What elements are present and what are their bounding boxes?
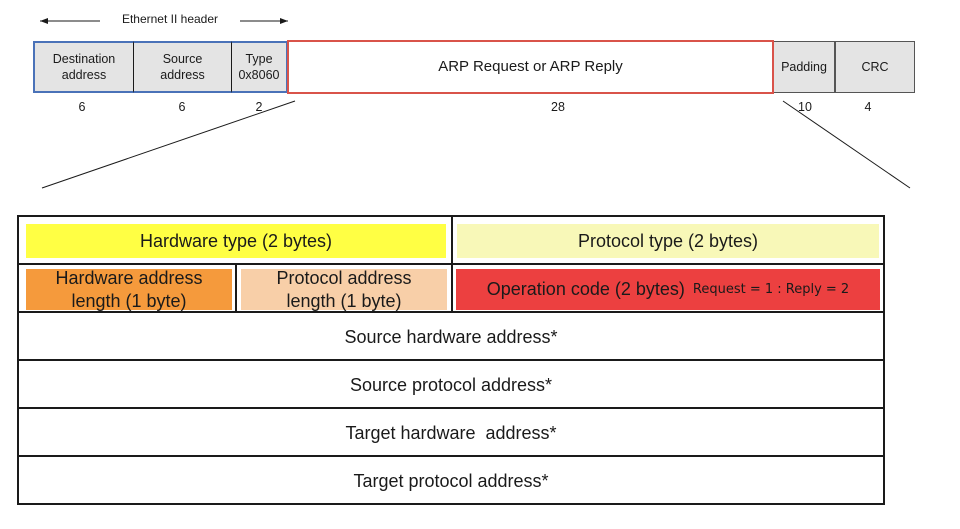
target-protocol-address-label: Target protocol address* [353,470,549,491]
row1-divider [451,217,453,265]
size-padding: 10 [798,100,812,114]
destination-address-field: Destination address [33,41,134,93]
proto-len-line1: Protocol address [276,267,412,288]
target-protocol-address-row: Target protocol address* [19,457,883,505]
size-destination: 6 [78,100,86,114]
row-divider-2 [19,311,883,313]
protocol-type-field: Protocol type (2 bytes) [457,224,879,258]
source-protocol-address-label: Source protocol address* [349,374,553,395]
opcode-note: Request = 1 : Reply = 2 [692,282,850,297]
type-label: Type [245,52,273,66]
proto-len-line2: length (1 byte) [286,290,402,311]
size-type: 2 [255,100,263,114]
arrow-left-head [40,18,48,24]
destination-line: Destination address [52,52,116,82]
arp-packet-table: Hardware type (2 bytes) Protocol type (2… [17,215,885,505]
target-hardware-address-label: Target hardware address* [345,422,557,443]
source-hardware-address-row: Source hardware address* [19,313,883,361]
hw-len-line2: length (1 byte) [71,290,187,311]
padding-field: Padding [774,41,835,93]
source-label: Source address [160,52,205,82]
type-field: Type 0x8060 [232,41,288,93]
size-source: 6 [178,100,186,114]
hardware-type-label: Hardware type (2 bytes) [139,230,333,251]
row-divider-5 [19,455,883,457]
arrow-right-head [280,18,288,24]
row2-divider-a [235,265,237,313]
operation-code-field: Operation code (2 bytes) Request = 1 : R… [456,269,880,310]
hardware-type-field: Hardware type (2 bytes) [26,224,446,258]
padding-label: Padding [781,60,827,74]
source-protocol-address-row: Source protocol address* [19,361,883,409]
protocol-type-label: Protocol type (2 bytes) [577,230,759,251]
row-divider-1 [19,263,883,265]
arp-payload-label: ARP Request or ARP Reply [438,58,623,75]
zoom-line-right [782,100,911,189]
ethernet-header-label: Ethernet II header [100,12,240,26]
target-hardware-address-row: Target hardware address* [19,409,883,457]
crc-label: CRC [861,60,889,74]
size-crc: 4 [864,100,872,114]
protocol-address-length-field: Protocol address length (1 byte) [241,267,447,311]
opcode-label: Operation code (2 bytes) [486,279,685,299]
source-hardware-address-label: Source hardware address* [344,326,558,347]
row2-divider-b [451,265,453,313]
hw-len-line1: Hardware address [55,267,203,288]
row-divider-3 [19,359,883,361]
row-divider-4 [19,407,883,409]
crc-field: CRC [835,41,915,93]
zoom-line-left [41,100,296,189]
type-value: 0x8060 [238,68,280,82]
size-arp: 28 [551,100,565,114]
source-address-field: Source address [134,41,232,93]
arp-payload-field: ARP Request or ARP Reply [287,40,774,94]
hardware-address-length-field: Hardware address length (1 byte) [26,267,232,311]
